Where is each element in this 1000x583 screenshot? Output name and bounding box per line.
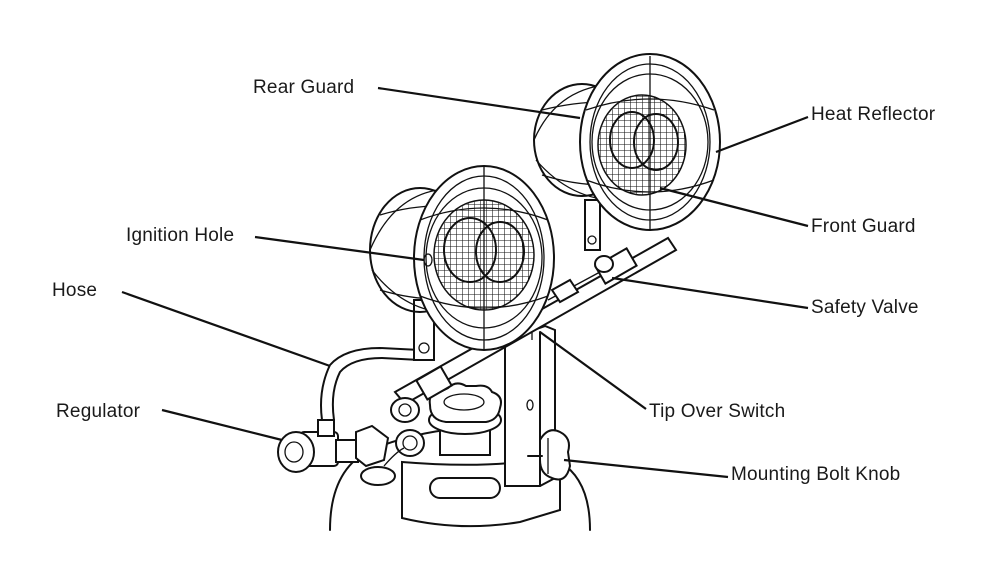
leader-safety-valve [611,276,809,310]
label-heat-reflector: Heat Reflector [811,104,936,125]
leader-front-guard [659,186,809,228]
label-regulator: Regulator [56,401,141,422]
label-safety-valve: Safety Valve [811,297,919,318]
leader-rear-guard [377,86,581,120]
label-hose: Hose [52,280,98,301]
burner-front [369,165,555,361]
label-tip-over-switch: Tip Over Switch [649,401,786,422]
regulator [277,419,390,473]
valve-fittings [390,246,638,423]
leader-ignition-hole [254,235,425,262]
burner-rear [533,53,721,251]
leader-regulator [161,408,283,442]
leader-heat-reflector [715,115,809,154]
mounting-bolt-knob [527,429,572,481]
leader-lines [121,86,809,479]
leader-tip-over-switch [539,331,647,410]
label-front-guard: Front Guard [811,216,916,237]
label-ignition-hole: Ignition Hole [126,225,235,246]
leader-hose [121,290,331,368]
tank-valve [360,382,502,486]
leader-mounting-bolt-knob [563,458,729,479]
label-rear-guard: Rear Guard [253,77,355,98]
label-mounting-bolt-knob: Mounting Bolt Knob [731,464,901,485]
